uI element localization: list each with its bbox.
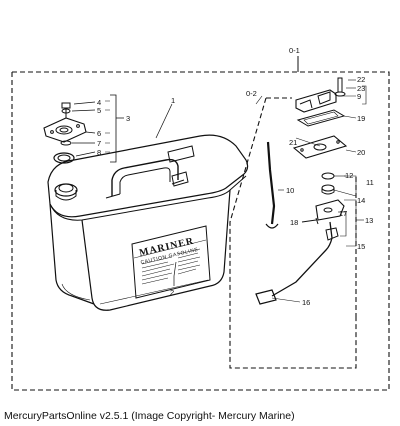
callout-1: 1 — [171, 96, 175, 105]
callout-10: 10 — [286, 186, 294, 195]
group-label-main: 0-1 — [289, 46, 300, 55]
callout-16: 16 — [302, 298, 310, 307]
fuel-tank — [47, 134, 249, 311]
callout-15: 15 — [357, 242, 365, 251]
callout-20: 20 — [357, 148, 365, 157]
callout-2: 2 — [170, 288, 174, 297]
callout-19: 19 — [357, 114, 365, 123]
callout-21: 21 — [289, 138, 297, 147]
parts-diagram: MARINER CAUTION GASOLINE 0-1 0-2 1 2 3 4… — [11, 46, 390, 391]
tank-label-panel — [131, 225, 211, 299]
cap-assembly — [43, 102, 87, 164]
fuel-gauge-assembly — [255, 77, 348, 305]
callout-13: 13 — [365, 216, 373, 225]
callout-7: 7 — [97, 139, 101, 148]
callout-3: 3 — [126, 114, 130, 123]
group-box-sub — [229, 97, 357, 369]
callout-6: 6 — [97, 129, 101, 138]
group-label-sub: 0-2 — [246, 89, 257, 98]
callout-17: 17 — [339, 209, 347, 218]
callout-5: 5 — [97, 106, 101, 115]
callout-22: 22 — [357, 75, 365, 84]
callout-14: 14 — [357, 196, 365, 205]
callout-12: 12 — [345, 171, 353, 180]
callout-11: 11 — [366, 178, 374, 187]
group-box-main — [11, 71, 390, 391]
callout-8: 8 — [97, 148, 101, 157]
image-caption: MercuryPartsOnline v2.5.1 (Image Copyrig… — [4, 410, 295, 422]
callout-4: 4 — [97, 98, 101, 107]
callout-9: 9 — [357, 92, 361, 101]
callout-18: 18 — [290, 218, 298, 227]
callout-23: 23 — [357, 84, 365, 93]
